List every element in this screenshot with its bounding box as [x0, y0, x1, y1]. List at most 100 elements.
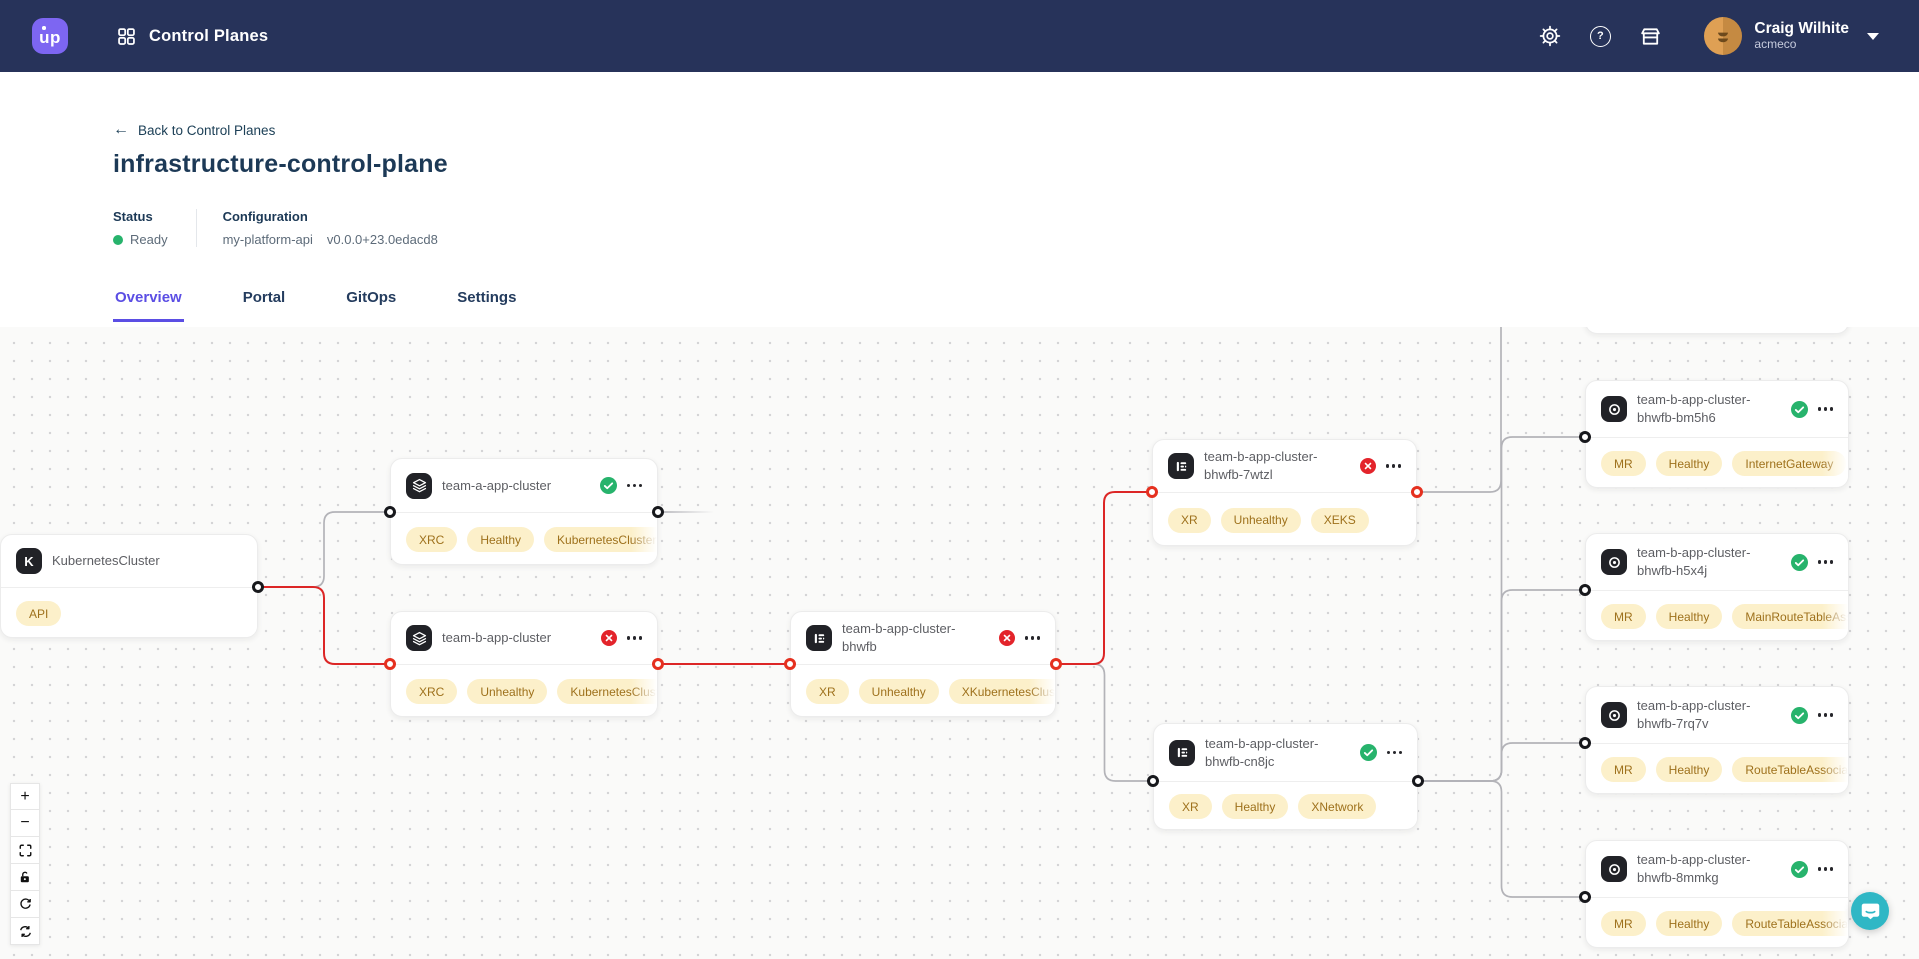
- chat-launcher-button[interactable]: [1851, 892, 1889, 930]
- node-menu-button[interactable]: [1818, 709, 1833, 720]
- left-edge-handle[interactable]: [1579, 737, 1591, 749]
- tab-settings[interactable]: Settings: [457, 289, 517, 306]
- node-header: team-b-app-cluster-bhwfb: [791, 612, 1055, 665]
- node-title: team-b-app-cluster-bhwfb-7rq7v: [1637, 698, 1751, 731]
- status-healthy-icon: [1791, 553, 1809, 571]
- node-menu-button[interactable]: [1818, 403, 1833, 414]
- badge-xr: XR: [1168, 507, 1211, 533]
- node-menu-button[interactable]: [1818, 863, 1833, 874]
- badge-unhealthy: Unhealthy: [1220, 507, 1301, 533]
- marketplace-icon[interactable]: [1638, 24, 1662, 48]
- node-menu-button[interactable]: [1818, 556, 1833, 567]
- zoom-out-button[interactable]: −: [10, 810, 40, 837]
- badge-healthy: Healthy: [1655, 604, 1723, 629]
- status-unhealthy-icon: [601, 630, 618, 646]
- edge-k8scluster-to-team-b-app-cluster: [260, 586, 388, 665]
- node-menu-button[interactable]: [1387, 747, 1402, 758]
- tab-portal[interactable]: Portal: [242, 289, 286, 306]
- apps-grid-icon: [114, 24, 138, 48]
- node-title: team-b-app-cluster-bhwfb-8mmkg: [1637, 852, 1751, 885]
- node-title: team-b-app-cluster-bhwfb-bm5h6: [1637, 392, 1751, 425]
- composite-icon: [806, 625, 832, 651]
- node-clipped-top-node[interactable]: [1585, 327, 1849, 334]
- composite-icon: [1169, 739, 1195, 766]
- rotate-button[interactable]: [10, 891, 40, 918]
- node-menu-button[interactable]: [627, 632, 642, 643]
- node-title: team-b-app-cluster-bhwfb: [842, 621, 956, 654]
- node-title: team-b-app-cluster: [442, 630, 552, 646]
- edge-team-b-app-cluster-bhwfb-to-team-b-app-cluster-bhwfb-7wtzl: [1058, 491, 1150, 665]
- status-healthy-icon: [1791, 400, 1809, 418]
- left-edge-handle[interactable]: [1579, 431, 1591, 443]
- edge-team-b-app-cluster-bhwfb-cn8jc-to-team-b-app-cluster-bhwfb-8mmkg: [1420, 780, 1583, 898]
- tab-gitops[interactable]: GitOps: [346, 289, 397, 306]
- node-badges: API: [1, 588, 257, 637]
- right-edge-handle[interactable]: [652, 506, 664, 518]
- badge-unhealthy: Unhealthy: [858, 679, 939, 704]
- node-title: team-b-app-cluster-bhwfb-h5x4j: [1637, 545, 1751, 578]
- node-header: team-a-app-cluster: [391, 459, 657, 513]
- refresh-layout-button[interactable]: [10, 918, 40, 945]
- left-edge-handle[interactable]: [1579, 584, 1591, 596]
- status-unhealthy-icon: [1360, 458, 1377, 474]
- badge-mr: MR: [1601, 604, 1646, 629]
- node-title: team-a-app-cluster: [442, 477, 552, 493]
- left-edge-handle[interactable]: [784, 658, 796, 670]
- lock-button[interactable]: [10, 864, 40, 891]
- fit-view-button[interactable]: [10, 837, 40, 864]
- top-navbar: up Control Planes ? Craig Wilhite: [0, 0, 1919, 72]
- right-edge-handle[interactable]: [1411, 486, 1423, 498]
- right-edge-handle[interactable]: [1412, 775, 1424, 787]
- upbound-logo[interactable]: up: [32, 18, 68, 54]
- status-block: Status Ready: [113, 209, 168, 247]
- badge-xnetwork: XNetwork: [1298, 794, 1377, 819]
- back-to-control-planes-link[interactable]: ← Back to Control Planes: [113, 121, 276, 138]
- left-edge-handle[interactable]: [384, 506, 396, 518]
- user-name: Craig Wilhite: [1754, 20, 1849, 38]
- right-edge-handle[interactable]: [252, 581, 264, 593]
- configuration-block: Configuration my-platform-api v0.0.0+23.…: [223, 209, 438, 247]
- left-edge-handle[interactable]: [1147, 775, 1159, 787]
- node-badges: XRUnhealthyXKubernetesCluster: [791, 665, 1055, 716]
- status-label: Status: [113, 209, 153, 224]
- badge-xrc: XRC: [406, 679, 458, 704]
- help-icon[interactable]: ?: [1588, 24, 1612, 48]
- badge-internetgateway: InternetGateway: [1732, 451, 1847, 476]
- zoom-in-button[interactable]: +: [10, 783, 40, 810]
- left-edge-handle[interactable]: [1146, 486, 1158, 498]
- tab-overview[interactable]: Overview: [113, 289, 184, 322]
- tab-bar: Overview Portal GitOps Settings: [113, 289, 1919, 322]
- status-unhealthy-icon: [999, 630, 1016, 646]
- control-plane-title: infrastructure-control-plane: [113, 150, 448, 178]
- chevron-down-icon: [1867, 32, 1879, 40]
- node-menu-button[interactable]: [1386, 460, 1401, 471]
- left-edge-handle[interactable]: [1579, 891, 1591, 903]
- badge-xrc: XRC: [406, 527, 458, 552]
- node-menu-button[interactable]: [1025, 632, 1040, 643]
- configuration-version: v0.0.0+23.0edacd8: [326, 232, 438, 247]
- right-edge-handle[interactable]: [1050, 658, 1062, 670]
- configuration-name: my-platform-api: [222, 232, 313, 247]
- node-badges: XRCUnhealthyKubernetesCluster: [391, 665, 657, 716]
- user-org: acmeco: [1754, 37, 1797, 51]
- node-title: team-b-app-cluster-bhwfb-cn8jc: [1205, 735, 1319, 769]
- node-menu-button[interactable]: [627, 480, 642, 491]
- right-edge-handle[interactable]: [652, 658, 664, 670]
- node-badges: MRHealthyMainRouteTableAssociation: [1586, 591, 1848, 640]
- avatar: [1704, 17, 1743, 55]
- left-edge-handle[interactable]: [384, 658, 396, 670]
- gear-icon[interactable]: [1538, 24, 1562, 48]
- user-menu[interactable]: Craig Wilhite acmeco: [1704, 17, 1879, 55]
